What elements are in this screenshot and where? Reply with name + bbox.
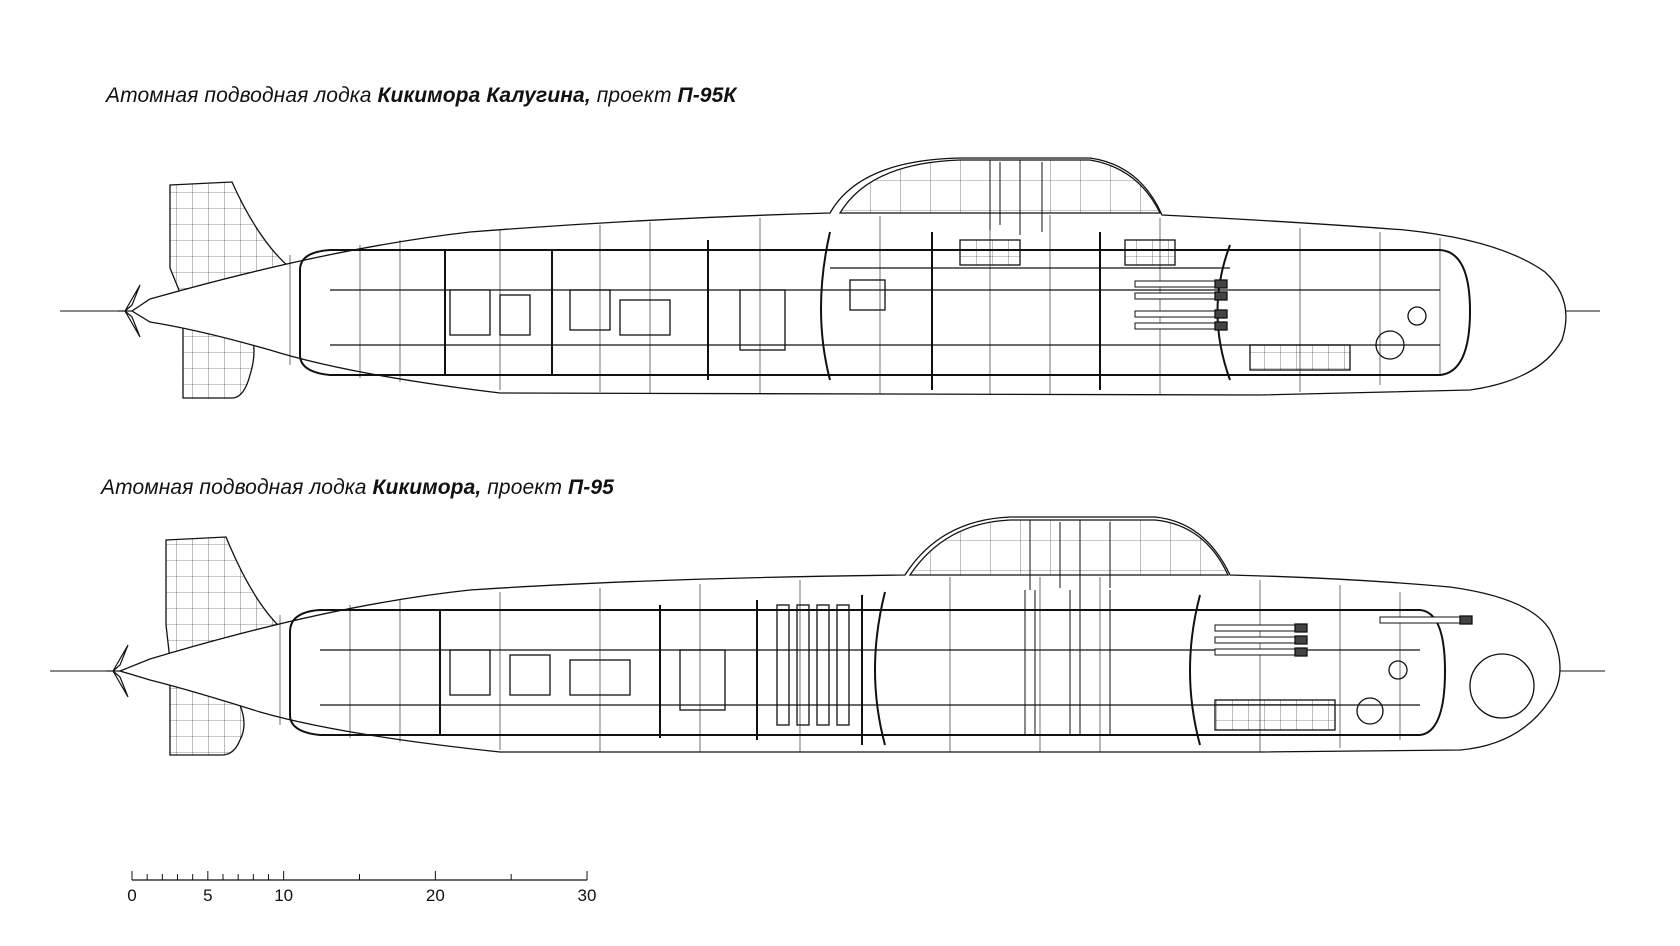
torpedo-top-1 xyxy=(1134,279,1228,289)
vertical-tubes-bottom xyxy=(1024,590,1111,735)
torpedo-bottom-1 xyxy=(1214,623,1308,633)
missile-bay-bottom-4 xyxy=(836,604,850,726)
machinery-top-2 xyxy=(499,294,531,336)
caption-top-project: П-95К xyxy=(677,84,737,107)
caption-top-prefix: Атомная подводная лодка xyxy=(106,84,378,107)
torpedo-top-4 xyxy=(1134,321,1228,331)
machinery-top-1 xyxy=(449,289,491,336)
propeller-top xyxy=(118,284,141,338)
caption-top-middle: проект xyxy=(590,84,678,107)
equipment-top-3 xyxy=(1124,239,1176,266)
machinery-top-4 xyxy=(619,299,671,336)
machinery-bottom-1 xyxy=(449,649,491,696)
periscopes-top xyxy=(989,160,1043,235)
scale-label: 30 xyxy=(577,886,597,905)
machinery-bottom-2 xyxy=(509,654,551,696)
torpedo-bottom-4 xyxy=(1379,615,1473,625)
bulkhead-bottom-6 xyxy=(1189,594,1201,746)
torpedo-bottom-2 xyxy=(1214,635,1308,645)
equipment-top-4 xyxy=(1249,344,1351,371)
caption-top: Атомная подводная лодка Кикимора Калугин… xyxy=(106,84,736,108)
caption-bottom-middle: проект xyxy=(481,476,569,499)
torpedo-top-3 xyxy=(1134,309,1228,319)
missile-bay-bottom-1 xyxy=(776,604,790,726)
submarine-bottom xyxy=(50,516,1605,756)
scale-label: 20 xyxy=(425,886,445,905)
reactor-bottom xyxy=(679,649,726,711)
reactor-top xyxy=(739,289,786,351)
caption-bottom-prefix: Атомная подводная лодка xyxy=(101,476,373,499)
caption-bottom: Атомная подводная лодка Кикимора, проект… xyxy=(101,476,614,500)
equipment-top-1 xyxy=(849,279,886,311)
pressure-hull-bottom xyxy=(289,609,1447,736)
bulkhead-top-4 xyxy=(820,231,831,381)
sonar-sphere-bottom xyxy=(1469,653,1535,719)
machinery-top-3 xyxy=(569,289,611,331)
caption-bottom-name: Кикимора, xyxy=(372,476,482,499)
equipment-top-2 xyxy=(959,239,1021,266)
missile-bay-bottom-3 xyxy=(816,604,830,726)
torpedo-tube-bottom xyxy=(1356,697,1384,725)
equipment-bottom-1 xyxy=(1214,699,1336,731)
missile-bay-bottom-2 xyxy=(796,604,810,726)
sonar-hatch-top xyxy=(1407,306,1427,326)
machinery-bottom-3 xyxy=(569,659,631,696)
periscopes-bottom xyxy=(1029,520,1111,592)
sail-bottom xyxy=(908,519,1230,576)
torpedo-tube-top xyxy=(1375,330,1405,360)
caption-top-name: Кикимора Калугина, xyxy=(377,84,591,107)
scale-label: 10 xyxy=(274,886,294,905)
torpedo-top-2 xyxy=(1134,291,1228,301)
scale-bar xyxy=(131,871,588,881)
hull-frames-bottom xyxy=(279,577,1401,752)
scale-label: 5 xyxy=(203,886,213,905)
hull-top xyxy=(130,157,1567,396)
torpedo-bottom-3 xyxy=(1214,647,1308,657)
bulkhead-bottom-5 xyxy=(874,591,886,746)
hull-bottom xyxy=(118,516,1561,753)
scale-label: 0 xyxy=(127,886,137,905)
propeller-bottom xyxy=(106,644,129,698)
sonar-hatch-bottom xyxy=(1388,660,1408,680)
pressure-hull-top xyxy=(299,249,1472,376)
caption-bottom-project: П-95 xyxy=(568,476,614,499)
submarine-top xyxy=(60,157,1600,399)
